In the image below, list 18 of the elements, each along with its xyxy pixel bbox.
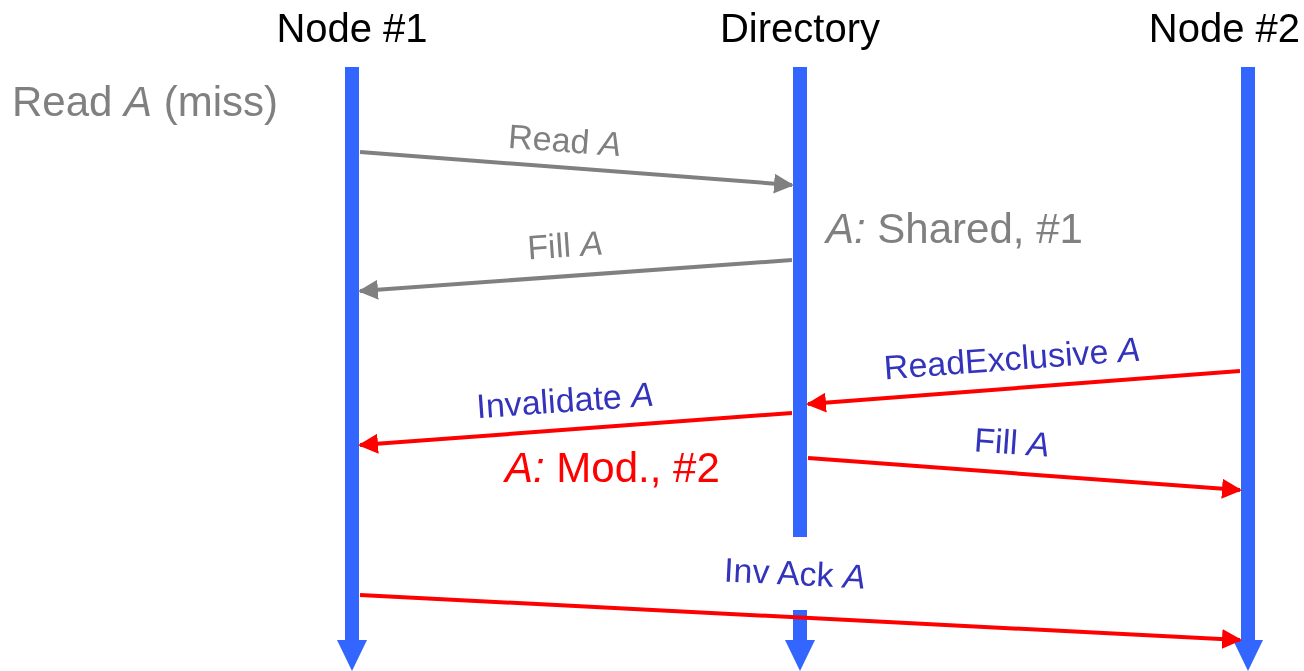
state-note: A: Mod., #2 xyxy=(505,443,720,493)
edge-label: Fill A xyxy=(971,419,1053,465)
edge-label: Invalidate A xyxy=(474,373,656,427)
message-arrow xyxy=(358,258,793,300)
state-note: Read A (miss) xyxy=(12,77,279,127)
edge-label: Inv Ack A xyxy=(722,549,868,597)
lifeline-header: Node #2 xyxy=(1148,5,1300,52)
edge-label: ReadExclusive A xyxy=(881,328,1143,388)
edge-label: Fill A xyxy=(525,222,605,268)
message-arrow xyxy=(358,411,793,454)
message-arrow xyxy=(806,369,1241,413)
message-arrow xyxy=(359,593,1242,650)
lifeline-header: Node #1 xyxy=(276,5,428,52)
state-note: A: Shared, #1 xyxy=(826,204,1083,254)
edge-label: Read A xyxy=(506,115,624,165)
lifeline-header: Directory xyxy=(720,5,880,52)
message-arrow xyxy=(807,456,1242,499)
message-arrow xyxy=(359,150,794,194)
